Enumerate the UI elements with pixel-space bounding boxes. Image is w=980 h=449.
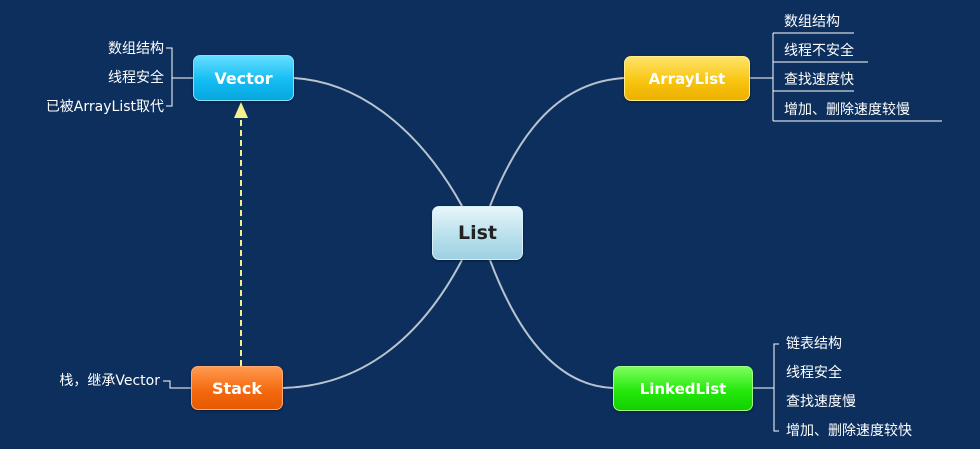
connector-center-to-arraylist [489,77,625,207]
node-stack[interactable]: Stack [191,366,283,410]
arraylist-note: 数组结构 [784,14,840,30]
stack-notes-bracket [163,380,191,389]
arraylist-note: 查找速度快 [784,72,854,88]
vector-notes-bracket [166,47,193,107]
node-list[interactable]: List [432,206,523,260]
node-linkedlist[interactable]: LinkedList [613,366,753,411]
inheritance-arrow-head [234,102,248,118]
linkedlist-notes-bracket [753,343,779,432]
connector-center-to-vector [293,77,463,207]
node-stack-label: Stack [211,378,263,398]
vector-note: 线程安全 [108,70,164,86]
vector-note: 已被ArrayList取代 [45,99,164,115]
node-linkedlist-label: LinkedList [639,379,727,398]
vector-note: 数组结构 [108,41,164,57]
arraylist-notes-bracket [750,32,942,122]
stack-note: 栈，继承Vector [59,373,160,389]
linkedlist-note: 查找速度慢 [786,394,856,410]
connector-center-to-stack [282,259,463,389]
linkedlist-note: 增加、删除速度较快 [786,423,912,439]
node-arraylist[interactable]: ArrayList [624,56,750,101]
arraylist-note: 增加、删除速度较慢 [784,102,910,118]
connector-center-to-linkedlist [489,259,614,389]
node-vector-label: Vector [214,68,273,88]
linkedlist-note: 线程安全 [786,365,842,381]
node-arraylist-label: ArrayList [648,69,726,88]
linkedlist-note: 链表结构 [786,336,842,352]
node-list-label: List [457,222,497,244]
arraylist-note: 线程不安全 [784,43,854,59]
node-vector[interactable]: Vector [193,55,294,101]
